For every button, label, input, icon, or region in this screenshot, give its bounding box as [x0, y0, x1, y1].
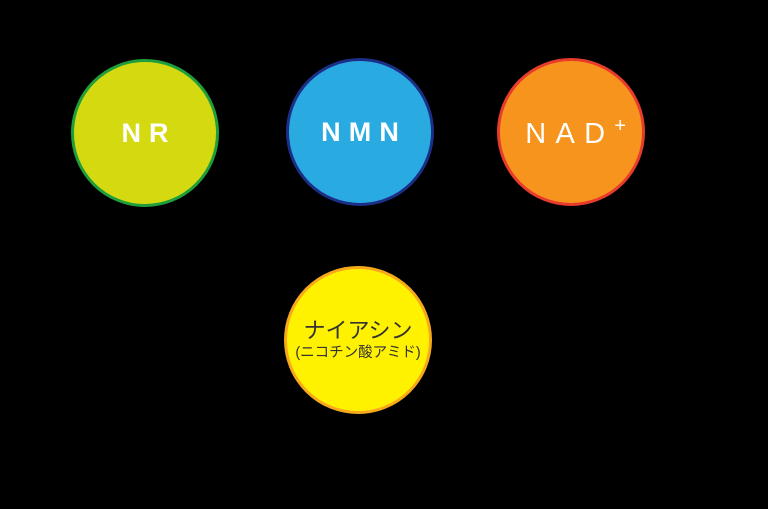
- node-nad-plus-superscript: +: [614, 114, 627, 137]
- node-nr-circle: NR: [71, 59, 219, 207]
- node-nmn-label: NMN: [321, 116, 407, 147]
- node-nr-label: NR: [121, 117, 177, 148]
- node-niacin-label: ナイアシン: [303, 317, 413, 343]
- node-nad-circle: NAD+: [497, 58, 645, 206]
- node-niacin-circle: ナイアシン (ニコチン酸アミド): [284, 266, 432, 414]
- node-nmn-circle: NMN: [286, 58, 434, 206]
- node-nad-label: NAD+: [516, 116, 626, 149]
- node-nad-label-base: NAD: [525, 117, 615, 150]
- node-niacin-sublabel: (ニコチン酸アミド): [295, 344, 421, 361]
